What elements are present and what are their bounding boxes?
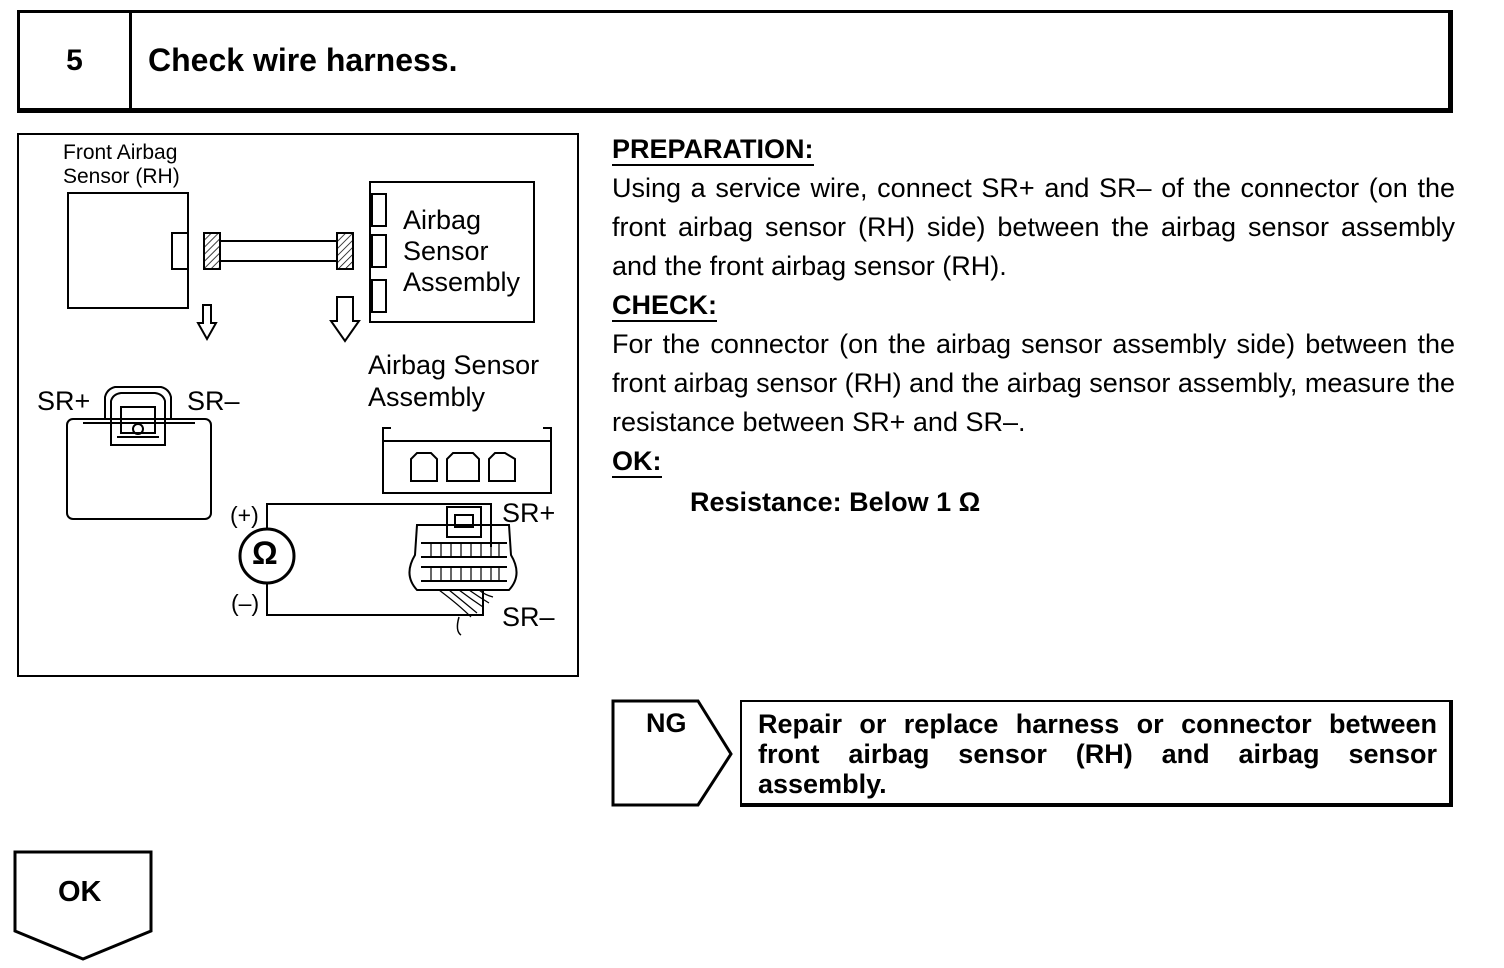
ok-label: OK bbox=[58, 876, 102, 908]
assembly-label-2: Airbag Sensor Assembly bbox=[368, 350, 540, 412]
connector-terminal bbox=[132, 423, 144, 435]
assembly-sr-plus-label: SR+ bbox=[502, 498, 556, 528]
assembly-box bbox=[369, 181, 535, 323]
bay-slot-2 bbox=[446, 452, 480, 482]
connector-face bbox=[110, 392, 166, 446]
sensor-sr-plus-label: SR+ bbox=[37, 386, 91, 416]
sensor-sr-minus-label: SR– bbox=[187, 386, 240, 416]
negative-label: (–) bbox=[231, 590, 260, 616]
step-title: Check wire harness. bbox=[148, 42, 458, 78]
big-connector-lock bbox=[446, 506, 482, 538]
big-connector-lock-inner bbox=[454, 514, 474, 528]
wiring-diagram-drawing bbox=[66, 181, 552, 636]
assembly-slot-3 bbox=[371, 279, 387, 313]
ng-action-box: Repair or replace harness or connector b… bbox=[740, 700, 1453, 807]
ng-arrow-shape bbox=[611, 699, 733, 807]
front-sensor-label: Front Airbag Sensor (RH) bbox=[63, 141, 180, 188]
ok-heading: OK: bbox=[612, 446, 662, 478]
instructions: PREPARATION: Using a service wire, conne… bbox=[612, 130, 1455, 522]
arrow-down-right bbox=[329, 296, 361, 343]
arrow-down-left bbox=[196, 304, 218, 342]
lead-negative bbox=[266, 583, 484, 616]
harness-connector-left bbox=[203, 232, 221, 270]
connector-housing bbox=[104, 386, 172, 419]
wire-bundle bbox=[438, 589, 494, 618]
assembly-sr-minus-label: SR– bbox=[502, 602, 555, 632]
assembly-label: Airbag Sensor Assembly bbox=[403, 205, 521, 297]
step-number: 5 bbox=[20, 13, 132, 108]
ohm-symbol: Ω bbox=[252, 535, 278, 571]
lead-tail bbox=[456, 616, 462, 636]
positive-label: (+) bbox=[230, 502, 259, 528]
assembly-connector-bay bbox=[382, 440, 552, 494]
big-connector-body bbox=[408, 524, 518, 591]
pin-grid bbox=[430, 543, 500, 581]
bay-corner-left bbox=[382, 427, 391, 440]
check-heading: CHECK: bbox=[612, 290, 717, 322]
check-body: For the connector (on the airbag sensor … bbox=[612, 329, 1455, 437]
ok-arrow-shape bbox=[13, 850, 153, 961]
lead-positive bbox=[266, 503, 492, 547]
sensor-connector-body bbox=[66, 418, 212, 520]
ng-label: NG bbox=[646, 708, 687, 738]
bay-slot-3 bbox=[488, 452, 516, 482]
step-header: 5 Check wire harness. bbox=[17, 10, 1453, 113]
assembly-slot-1 bbox=[371, 193, 387, 227]
ok-spec: Resistance: Below 1 Ω bbox=[690, 487, 981, 517]
bay-slot-1 bbox=[410, 452, 438, 482]
assembly-slot-2 bbox=[371, 234, 387, 268]
bay-corner-right bbox=[543, 427, 552, 440]
harness-connector-right bbox=[336, 232, 354, 270]
front-sensor-connector bbox=[171, 232, 189, 270]
front-sensor-box bbox=[67, 192, 189, 309]
preparation-heading: PREPARATION: bbox=[612, 134, 814, 166]
wiring-diagram: Front Airbag Sensor (RH) Airbag Sensor A… bbox=[17, 133, 579, 677]
preparation-body: Using a service wire, connect SR+ and SR… bbox=[612, 173, 1455, 281]
